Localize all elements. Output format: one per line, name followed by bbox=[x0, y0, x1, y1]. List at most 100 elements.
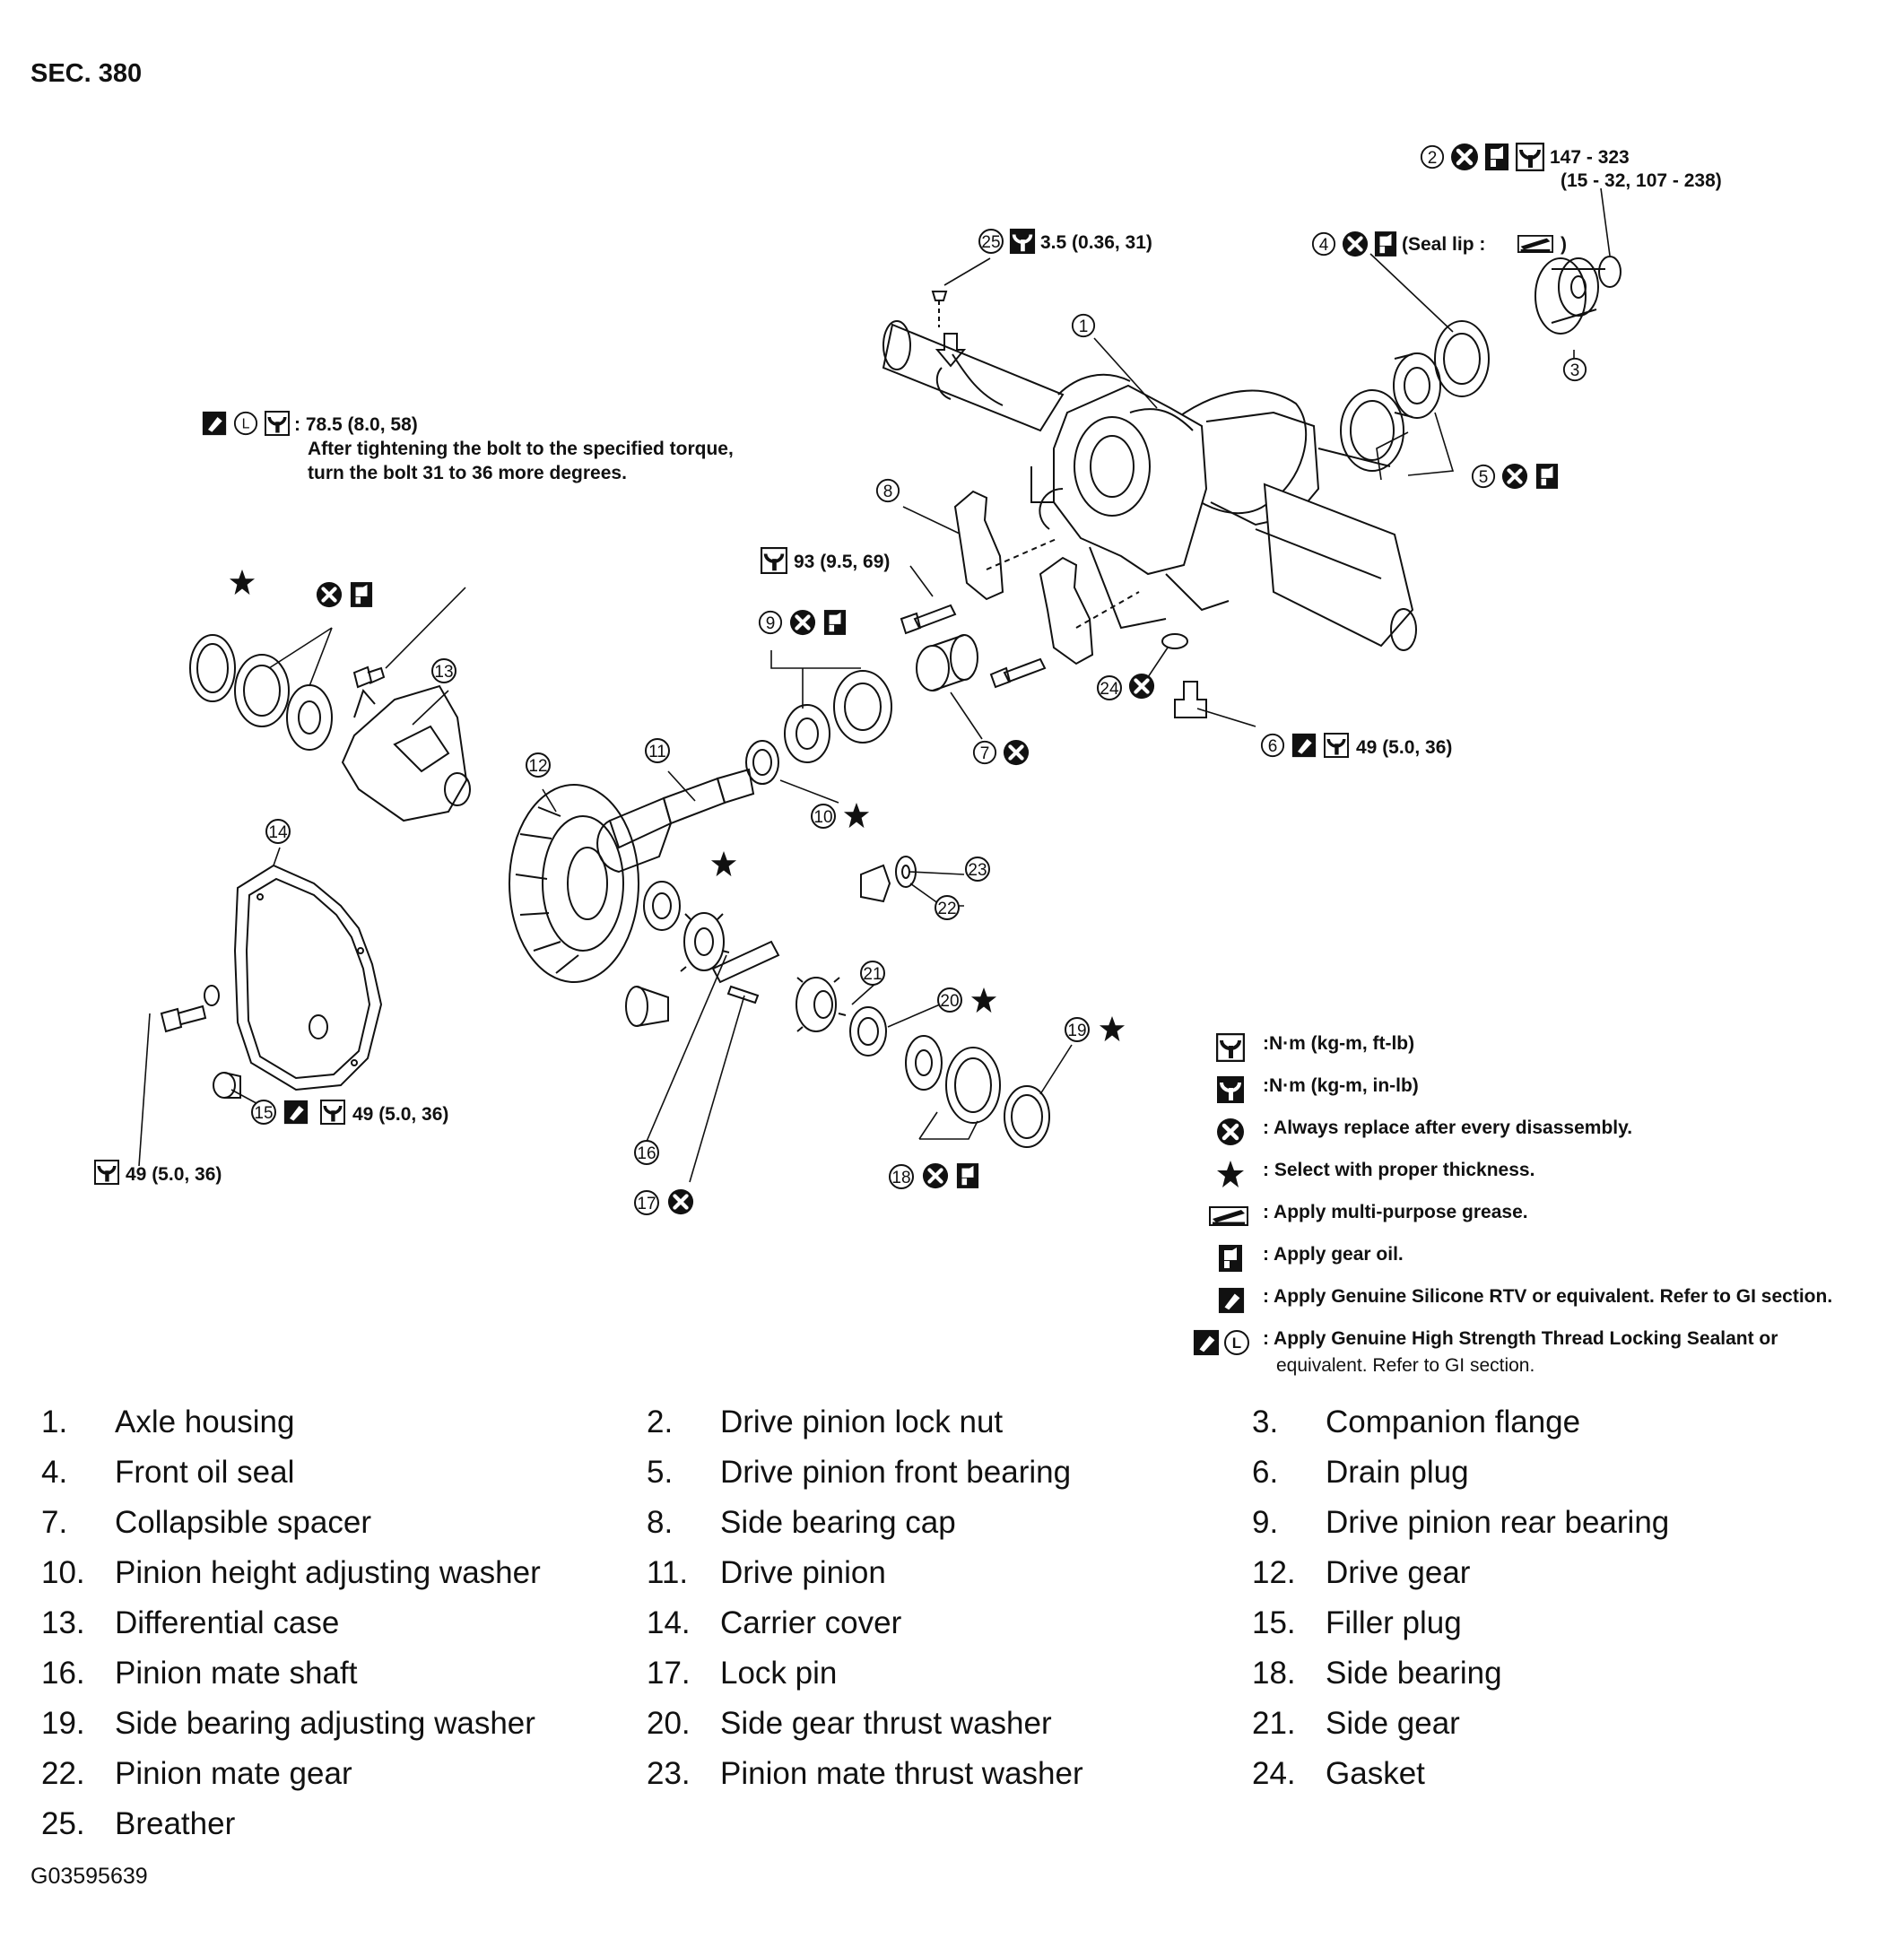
list-item: 5.Drive pinion front bearing bbox=[647, 1455, 1072, 1490]
case-bolt bbox=[352, 665, 386, 689]
callout-24: 24 bbox=[1097, 675, 1122, 700]
callout-10: 10 bbox=[811, 804, 836, 829]
replace-x-icon bbox=[668, 1189, 693, 1214]
gear-oil-icon bbox=[1374, 231, 1397, 257]
c4-close: ) bbox=[1561, 234, 1567, 255]
callout-18: 18 bbox=[889, 1164, 914, 1189]
svg-text:18: 18 bbox=[891, 1169, 910, 1187]
svg-text:9: 9 bbox=[766, 614, 776, 633]
list-item: 21.Side gear bbox=[1252, 1706, 1460, 1741]
side-bearing-cap bbox=[953, 490, 1140, 665]
gasket-and-drain-plug bbox=[1161, 633, 1207, 718]
replace-x-icon bbox=[1343, 231, 1368, 257]
grease-icon bbox=[1517, 235, 1553, 253]
replace-x-icon bbox=[1451, 143, 1478, 170]
list-item: 9.Drive pinion rear bearing bbox=[1252, 1505, 1670, 1540]
list-item: 8.Side bearing cap bbox=[647, 1505, 956, 1540]
pinion-mate-gear-right bbox=[860, 856, 917, 903]
svg-text:4: 4 bbox=[1319, 236, 1329, 255]
differential-case bbox=[341, 684, 471, 822]
front-oil-seal bbox=[1434, 320, 1490, 397]
torque-wrench-icon bbox=[1324, 733, 1349, 758]
callout-22: 22 bbox=[935, 895, 960, 920]
list-item: 18.Side bearing bbox=[1252, 1656, 1502, 1691]
symbol-legend: :N·m (kg-m, ft-lb) :N·m (kg-m, in-lb) : … bbox=[1191, 1030, 1900, 1387]
legend-text: : Apply gear oil. bbox=[1263, 1244, 1404, 1265]
torque-wrench-icon bbox=[265, 411, 290, 436]
torque-wrench-icon bbox=[1516, 143, 1544, 171]
svg-text:13: 13 bbox=[434, 663, 453, 682]
c2-torque: 147 - 323 bbox=[1550, 147, 1630, 168]
list-item: 16.Pinion mate shaft bbox=[41, 1656, 358, 1691]
carrier-cover bbox=[233, 864, 383, 1091]
list-item: 23.Pinion mate thrust washer bbox=[647, 1756, 1083, 1791]
legend-text: :N·m (kg-m, in-lb) bbox=[1263, 1075, 1419, 1096]
legend-text: : Select with proper thickness. bbox=[1263, 1160, 1535, 1180]
callout-9: 9 bbox=[758, 610, 783, 635]
replace-x-icon bbox=[1191, 1114, 1254, 1150]
list-item: 13.Differential case bbox=[41, 1605, 340, 1640]
callout-21: 21 bbox=[860, 961, 885, 986]
legend-row-thread-lock: : Apply Genuine High Strength Thread Loc… bbox=[1191, 1325, 1900, 1387]
thread-lock-l-icon bbox=[233, 411, 258, 436]
star-icon bbox=[970, 987, 997, 1013]
c13-note-line1: After tightening the bolt to the specifi… bbox=[308, 439, 734, 459]
svg-text:6: 6 bbox=[1268, 737, 1278, 756]
list-item: 19.Side bearing adjusting washer bbox=[41, 1706, 535, 1741]
star-icon bbox=[710, 850, 737, 877]
axle-housing bbox=[882, 320, 1417, 651]
callout-texts: 147 - 323 (15 - 32, 107 - 238) 3.5 (0.36… bbox=[126, 147, 1722, 1185]
list-item: 20.Side gear thrust washer bbox=[647, 1706, 1052, 1741]
legend-row-replace: : Always replace after every disassembly… bbox=[1191, 1114, 1900, 1156]
cap-bolts bbox=[900, 604, 1047, 689]
legend-row-grease: : Apply multi-purpose grease. bbox=[1191, 1198, 1900, 1240]
callout-3: 3 bbox=[1562, 357, 1587, 382]
callout-1: 1 bbox=[1071, 313, 1096, 338]
list-item: 1.Axle housing bbox=[41, 1404, 295, 1439]
gear-oil-icon bbox=[1219, 1245, 1242, 1272]
legend-text: : Always replace after every disassembly… bbox=[1263, 1117, 1633, 1138]
svg-text:16: 16 bbox=[637, 1144, 656, 1163]
legend-row-sealant: : Apply Genuine Silicone RTV or equivale… bbox=[1191, 1283, 1900, 1325]
pinion-height-washer bbox=[745, 740, 779, 785]
legend-row-thickness: : Select with proper thickness. bbox=[1191, 1156, 1900, 1198]
torque-wrench-icon bbox=[761, 547, 787, 574]
legend-text-continued: equivalent. Refer to GI section. bbox=[1276, 1355, 1535, 1376]
legend-text: : Apply multi-purpose grease. bbox=[1263, 1202, 1528, 1222]
callout-11: 11 bbox=[645, 738, 670, 763]
breather bbox=[931, 291, 967, 368]
replace-x-icon bbox=[1129, 674, 1154, 699]
svg-text:8: 8 bbox=[883, 483, 893, 501]
gear-oil-icon bbox=[956, 1163, 979, 1188]
legend-row-torque-ft-lb: :N·m (kg-m, ft-lb) bbox=[1191, 1030, 1900, 1072]
replace-x-icon bbox=[790, 610, 815, 635]
replace-x-icon bbox=[923, 1163, 948, 1188]
c14-torque: 49 (5.0, 36) bbox=[126, 1164, 222, 1185]
right-side-bearing bbox=[905, 1035, 1050, 1148]
callout-6: 6 bbox=[1260, 733, 1285, 758]
svg-text:5: 5 bbox=[1479, 468, 1489, 487]
torque-wrench-icon bbox=[1216, 1033, 1245, 1062]
callout-17: 17 bbox=[634, 1190, 659, 1215]
svg-text:23: 23 bbox=[968, 861, 987, 880]
c15-torque: 49 (5.0, 36) bbox=[352, 1104, 448, 1125]
callout-numbers: 1 2 3 4 5 6 7 8 9 10 11 12 13 14 15 16 1… bbox=[251, 144, 1587, 1215]
star-icon bbox=[1099, 1015, 1126, 1042]
svg-text:20: 20 bbox=[940, 992, 959, 1011]
callout-20: 20 bbox=[937, 987, 962, 1013]
svg-text:14: 14 bbox=[268, 823, 288, 842]
sealant-icon bbox=[1218, 1287, 1245, 1314]
callout-13: 13 bbox=[431, 658, 456, 683]
svg-text:11: 11 bbox=[648, 743, 666, 761]
c8-torque: 93 (9.5, 69) bbox=[794, 552, 890, 572]
leader-lines bbox=[138, 187, 1611, 1183]
sealant-icon bbox=[202, 411, 227, 436]
side-gear-right bbox=[796, 977, 847, 1032]
c4-note: (Seal lip : bbox=[1402, 234, 1485, 255]
cover-bolt bbox=[160, 985, 220, 1033]
c13-torque: : 78.5 (8.0, 58) bbox=[294, 414, 418, 435]
callout-23: 23 bbox=[965, 857, 990, 882]
c13-note-line2: turn the bolt 31 to 36 more degrees. bbox=[308, 463, 627, 483]
star-icon bbox=[843, 802, 870, 829]
svg-text:17: 17 bbox=[637, 1195, 656, 1213]
